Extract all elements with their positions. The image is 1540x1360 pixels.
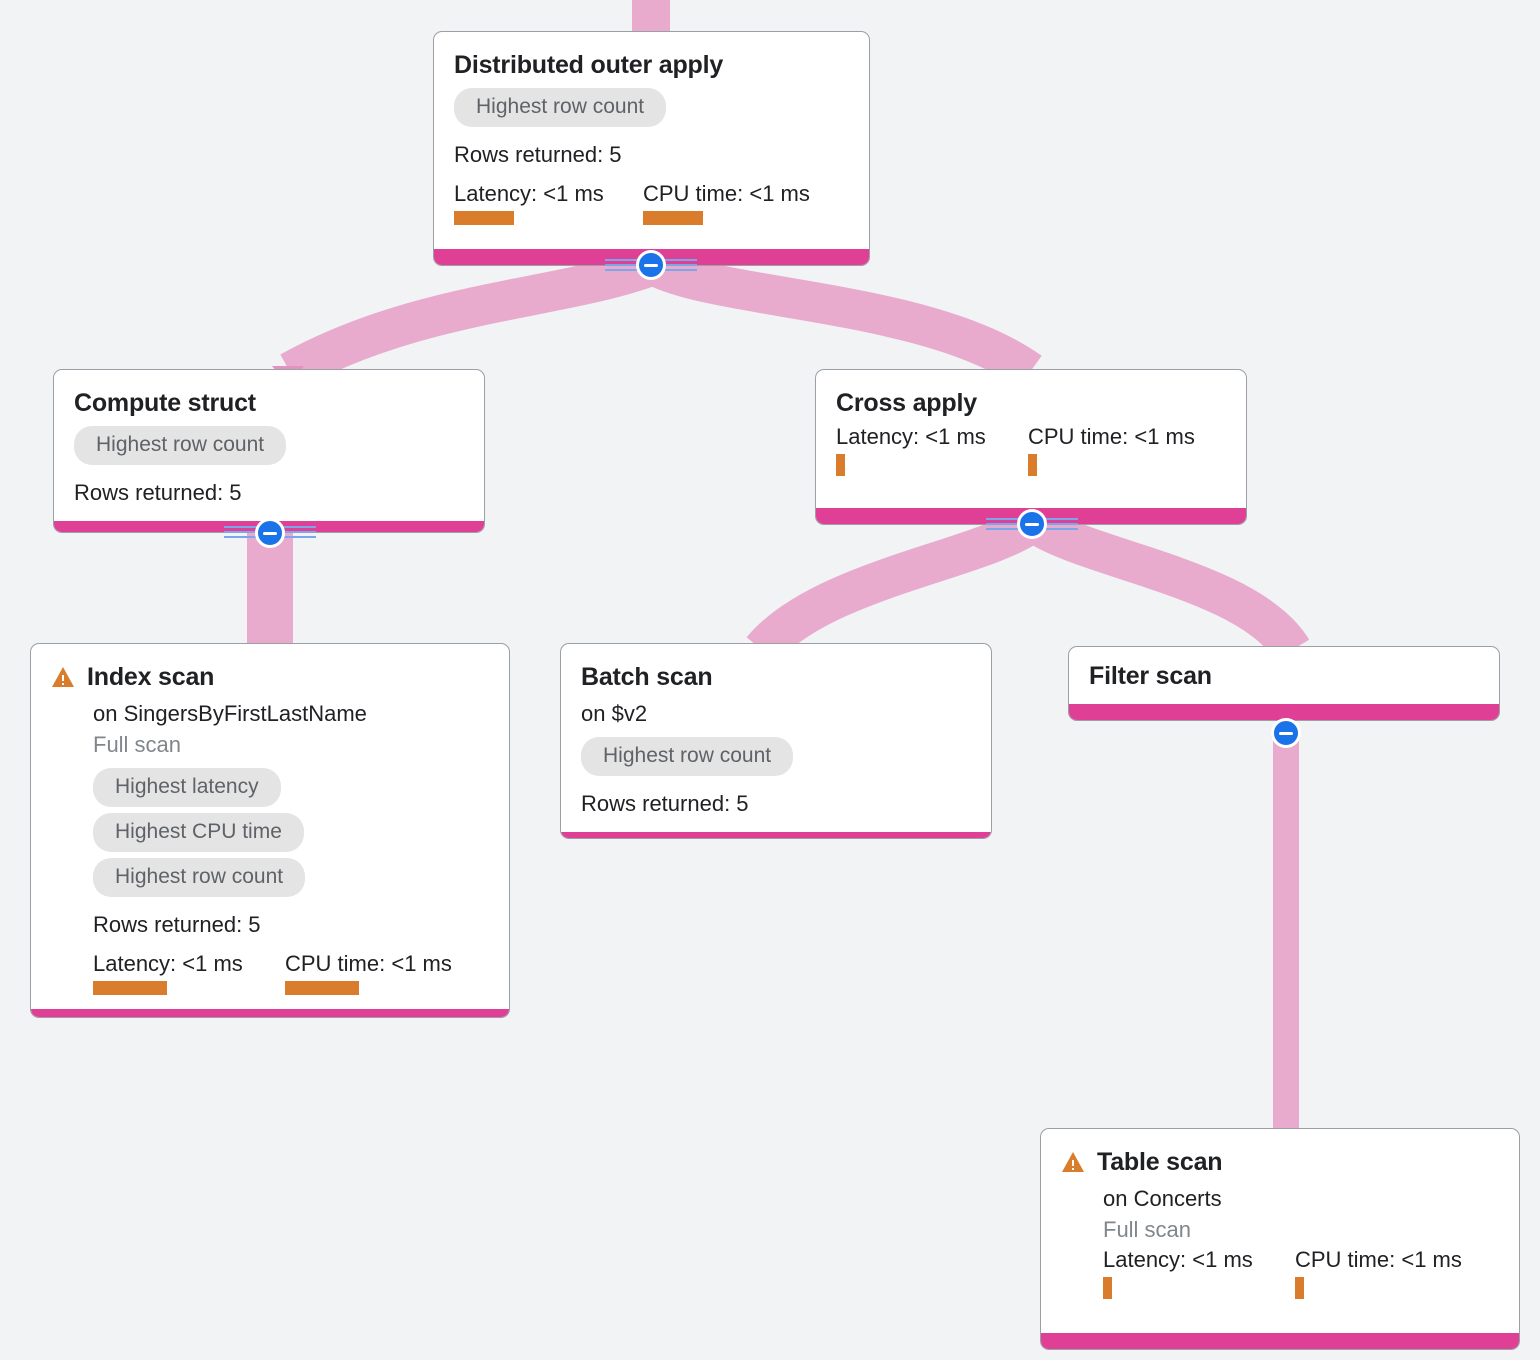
metrics-row: Latency: <1 ms CPU time: <1 ms bbox=[93, 951, 489, 995]
node-title: Cross apply bbox=[836, 389, 977, 417]
node-distributed-outer-apply[interactable]: Distributed outer apply Highest row coun… bbox=[433, 31, 870, 266]
metric-cpu-time: CPU time: <1 ms bbox=[643, 181, 810, 225]
node-detail-block: on Concerts Full scan Latency: <1 ms CPU… bbox=[1061, 1184, 1499, 1299]
edge-cross-apply-to-filter-scan bbox=[1024, 506, 1310, 662]
cpu-time-label: CPU time: <1 ms bbox=[1295, 1247, 1462, 1272]
edge-outer-apply-to-compute-struct bbox=[280, 247, 658, 390]
node-body: Distributed outer apply Highest row coun… bbox=[434, 32, 869, 249]
node-body: Compute struct Highest row count Rows re… bbox=[54, 370, 484, 521]
node-body: Filter scan bbox=[1069, 647, 1499, 704]
chip-highest-latency: Highest latency bbox=[93, 768, 281, 807]
chip-highest-cpu-time: Highest CPU time bbox=[93, 813, 304, 852]
edge-outer-apply-to-cross-apply bbox=[645, 247, 1042, 389]
node-body: Cross apply Latency: <1 ms CPU time: <1 … bbox=[816, 370, 1246, 508]
rows-returned: Rows returned: 5 bbox=[581, 791, 749, 816]
latency-bar bbox=[93, 981, 167, 995]
collapse-button-compute-struct[interactable] bbox=[255, 518, 285, 548]
cpu-time-bar bbox=[643, 211, 703, 225]
metric-cpu-time: CPU time: <1 ms bbox=[285, 951, 452, 995]
node-batch-scan[interactable]: Batch scan on $v2 Highest row count Rows… bbox=[560, 643, 992, 839]
node-header: Compute struct bbox=[74, 388, 464, 418]
node-footer-bar bbox=[1041, 1333, 1519, 1349]
node-table-scan[interactable]: Table scan on Concerts Full scan Latency… bbox=[1040, 1128, 1520, 1350]
chip-list: Highest latency Highest CPU time Highest… bbox=[93, 768, 489, 903]
collapse-button-filter-scan[interactable] bbox=[1271, 718, 1301, 748]
metric-cpu-time: CPU time: <1 ms bbox=[1028, 424, 1195, 476]
collapse-button-distributed-outer-apply[interactable] bbox=[636, 250, 666, 280]
rows-returned: Rows returned: 5 bbox=[93, 912, 261, 937]
node-title: Batch scan bbox=[581, 663, 713, 691]
node-index-scan[interactable]: Index scan on SingersByFirstLastName Ful… bbox=[30, 643, 510, 1018]
latency-bar bbox=[1103, 1277, 1112, 1299]
warning-triangle-icon bbox=[1062, 1152, 1084, 1172]
chip-highest-row-count: Highest row count bbox=[93, 858, 306, 897]
latency-bar bbox=[454, 211, 514, 225]
node-header: Batch scan bbox=[581, 662, 971, 692]
edge-cross-apply-to-batch-scan bbox=[746, 507, 1042, 664]
metric-cpu-time: CPU time: <1 ms bbox=[1295, 1247, 1462, 1299]
node-header: Cross apply bbox=[836, 388, 1226, 418]
metrics-row: Latency: <1 ms CPU time: <1 ms bbox=[1103, 1247, 1499, 1299]
node-footer-bar bbox=[31, 1009, 509, 1017]
cpu-time-label: CPU time: <1 ms bbox=[643, 181, 810, 206]
metric-latency: Latency: <1 ms bbox=[93, 951, 285, 995]
node-compute-struct[interactable]: Compute struct Highest row count Rows re… bbox=[53, 369, 485, 533]
latency-label: Latency: <1 ms bbox=[454, 181, 604, 206]
node-header: Index scan bbox=[51, 662, 489, 692]
scan-note: Full scan bbox=[93, 732, 182, 757]
node-subtitle: on SingersByFirstLastName bbox=[93, 701, 367, 726]
node-detail-block: on SingersByFirstLastName Full scan High… bbox=[51, 699, 489, 995]
metric-latency: Latency: <1 ms bbox=[1103, 1247, 1295, 1299]
chip-highest-row-count: Highest row count bbox=[581, 737, 794, 776]
metric-latency: Latency: <1 ms bbox=[454, 181, 643, 225]
node-body: Index scan on SingersByFirstLastName Ful… bbox=[31, 644, 509, 1009]
latency-bar bbox=[836, 454, 845, 476]
node-title: Index scan bbox=[87, 663, 215, 691]
metrics-row: Latency: <1 ms CPU time: <1 ms bbox=[454, 181, 849, 225]
latency-label: Latency: <1 ms bbox=[93, 951, 243, 976]
node-cross-apply[interactable]: Cross apply Latency: <1 ms CPU time: <1 … bbox=[815, 369, 1247, 525]
cpu-time-bar bbox=[285, 981, 359, 995]
node-header: Filter scan bbox=[1089, 661, 1479, 691]
chip-highest-row-count: Highest row count bbox=[74, 426, 287, 465]
chip-list: Highest row count bbox=[454, 88, 849, 133]
latency-label: Latency: <1 ms bbox=[1103, 1247, 1253, 1272]
node-title: Filter scan bbox=[1089, 662, 1212, 690]
node-header: Table scan bbox=[1061, 1147, 1499, 1177]
cpu-time-label: CPU time: <1 ms bbox=[1028, 424, 1195, 449]
chip-highest-row-count: Highest row count bbox=[454, 88, 667, 127]
node-footer-bar bbox=[1069, 704, 1499, 720]
collapse-button-cross-apply[interactable] bbox=[1017, 509, 1047, 539]
rows-returned: Rows returned: 5 bbox=[454, 142, 622, 167]
chip-list: Highest row count bbox=[581, 737, 971, 782]
node-body: Table scan on Concerts Full scan Latency… bbox=[1041, 1129, 1519, 1333]
scan-note: Full scan bbox=[1103, 1217, 1192, 1242]
chip-list: Highest row count bbox=[74, 426, 464, 471]
node-subtitle: on $v2 bbox=[581, 701, 648, 726]
node-header: Distributed outer apply bbox=[454, 50, 849, 80]
node-title: Compute struct bbox=[74, 389, 256, 417]
node-body: Batch scan on $v2 Highest row count Rows… bbox=[561, 644, 991, 832]
node-title: Table scan bbox=[1097, 1148, 1223, 1176]
latency-label: Latency: <1 ms bbox=[836, 424, 986, 449]
metric-latency: Latency: <1 ms bbox=[836, 424, 1028, 476]
node-title: Distributed outer apply bbox=[454, 51, 724, 79]
cpu-time-bar bbox=[1028, 454, 1037, 476]
node-filter-scan[interactable]: Filter scan bbox=[1068, 646, 1500, 721]
node-footer-bar bbox=[561, 832, 991, 838]
metrics-row: Latency: <1 ms CPU time: <1 ms bbox=[836, 424, 1226, 476]
node-subtitle: on Concerts bbox=[1103, 1186, 1222, 1211]
rows-returned: Rows returned: 5 bbox=[74, 480, 242, 505]
cpu-time-bar bbox=[1295, 1277, 1304, 1299]
warning-triangle-icon bbox=[52, 667, 74, 687]
cpu-time-label: CPU time: <1 ms bbox=[285, 951, 452, 976]
